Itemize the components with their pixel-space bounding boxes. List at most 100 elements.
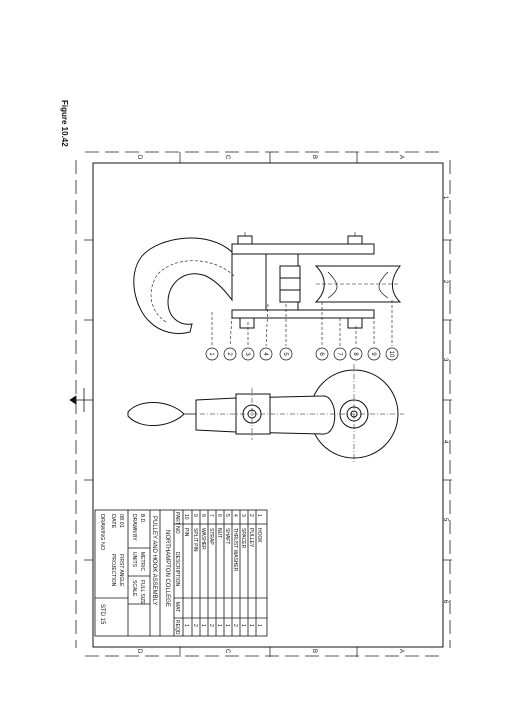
svg-text:3: 3 — [240, 514, 246, 517]
svg-text:3: 3 — [244, 352, 250, 356]
lower-strap — [231, 309, 375, 319]
leader-lines — [211, 300, 393, 347]
svg-text:2: 2 — [192, 624, 198, 627]
zone-letter: D — [136, 155, 142, 160]
svg-text:1: 1 — [224, 624, 230, 627]
svg-text:1: 1 — [208, 352, 214, 356]
pulley-groove — [327, 271, 389, 299]
svg-text:1: 1 — [240, 624, 246, 627]
units-value: METRIC — [139, 552, 145, 572]
zone-number: 4 — [442, 440, 448, 444]
scale-label: SCALE — [131, 580, 137, 597]
parts-row: 5 SHAFT 1 — [224, 514, 230, 627]
side-view-centrelines — [200, 364, 404, 464]
svg-text:10: 10 — [183, 514, 189, 520]
pin-head — [239, 317, 255, 329]
svg-text:8: 8 — [352, 352, 358, 356]
balloon-7: 7 — [333, 347, 347, 361]
parts-header-req: REQD — [174, 620, 180, 635]
centring-mark — [69, 388, 93, 412]
hook-profile — [127, 401, 185, 427]
zone-ticks — [84, 152, 452, 657]
zone-number: 1 — [442, 196, 448, 200]
svg-text:1: 1 — [200, 624, 206, 627]
zone-letter: C — [224, 155, 230, 160]
balloon-8: 8 — [349, 347, 363, 361]
svg-text:7: 7 — [208, 514, 214, 517]
parts-header-desc: DESCRIPTION — [174, 552, 180, 587]
svg-text:NUT: NUT — [216, 528, 222, 538]
svg-text:HOOK: HOOK — [256, 528, 262, 543]
svg-text:1: 1 — [256, 514, 262, 517]
zone-letter: C — [224, 649, 230, 654]
zone-letter: A — [398, 155, 404, 159]
svg-text:WASHER: WASHER — [200, 528, 206, 550]
svg-text:5: 5 — [224, 514, 230, 517]
svg-text:8: 8 — [200, 514, 206, 517]
zone-letter: D — [136, 649, 142, 654]
svg-text:2: 2 — [232, 624, 238, 627]
parts-row: 9 SPLIT PIN 2 — [192, 514, 198, 627]
title-block-text: DRAWING NO STD 15 DATE 08.01 PROJECTION … — [99, 512, 262, 635]
scale-value: FULL SIZE — [139, 580, 145, 605]
figure-label: Figure 10.42 — [60, 100, 69, 147]
parts-row: 7 STRAP 2 — [208, 514, 214, 627]
parts-row: 1 HOOK 1 — [256, 514, 262, 627]
parts-header-no: PART NO — [174, 512, 180, 534]
date-label: DATE — [110, 514, 116, 529]
drawn-by-value: B.D. — [139, 514, 145, 524]
zone-number: 3 — [442, 358, 448, 362]
college-name: NORTHAMPTON COLLEGE — [164, 530, 170, 607]
balloon-5: 5 — [279, 347, 293, 361]
drawing-border — [92, 162, 444, 648]
upper-strap — [231, 243, 375, 255]
parts-row: 3 SPACER 1 — [240, 514, 246, 627]
title-block — [94, 509, 268, 637]
svg-text:10: 10 — [388, 351, 394, 358]
parts-row: 4 THRUST WASHER 2 — [232, 514, 238, 627]
front-view — [133, 232, 402, 335]
zone-number: 6 — [442, 600, 448, 604]
projection-value: FIRST ANGLE — [118, 554, 124, 587]
parts-row: 10 PIN 1 — [183, 514, 189, 627]
zone-number: 5 — [442, 518, 448, 522]
balloon-9: 9 — [367, 347, 381, 361]
svg-text:5: 5 — [282, 352, 288, 356]
drawing-no-value: STD 15 — [99, 604, 105, 625]
svg-text:PIN: PIN — [183, 528, 189, 537]
drawing-no-label: DRAWING NO — [99, 514, 105, 551]
svg-text:THRUST WASHER: THRUST WASHER — [232, 528, 238, 572]
svg-text:1: 1 — [216, 624, 222, 627]
svg-text:4: 4 — [262, 352, 268, 356]
svg-text:1: 1 — [183, 624, 189, 627]
zone-letters-top: D C B A — [136, 155, 404, 160]
date-value: 08.01 — [118, 514, 124, 528]
parts-header-mat: MAT — [174, 602, 180, 612]
drawing-title: PULLEY AND HOOK ASSEMBLY — [151, 516, 157, 605]
svg-text:SHAFT: SHAFT — [224, 528, 230, 544]
parts-row: 6 NUT 1 — [216, 514, 222, 627]
pin-head — [347, 317, 363, 329]
projection-label: PROJECTION — [110, 554, 116, 587]
parts-row: 2 PULLEY 1 — [248, 514, 254, 627]
svg-text:SPLIT PIN: SPLIT PIN — [192, 528, 198, 552]
zone-numbers-right: 1 2 3 4 5 6 — [442, 196, 448, 604]
svg-text:6: 6 — [318, 352, 324, 356]
zone-letter: B — [311, 155, 317, 159]
balloon-3: 3 — [241, 347, 255, 361]
svg-text:SPACER: SPACER — [240, 528, 246, 549]
nut — [279, 265, 301, 303]
svg-text:6: 6 — [216, 514, 222, 517]
balloon-4: 4 — [259, 347, 273, 361]
zone-letter: A — [398, 649, 404, 653]
units-label: UNITS — [131, 552, 137, 568]
svg-text:2: 2 — [208, 624, 214, 627]
svg-text:2: 2 — [248, 514, 254, 517]
balloon-2: 2 — [223, 347, 237, 361]
drawn-by-label: DRAWN BY — [131, 514, 137, 541]
balloon-10: 10 — [385, 347, 399, 361]
parts-row: 8 WASHER 1 — [200, 514, 206, 627]
zone-letter: B — [311, 649, 317, 653]
pin-head — [237, 235, 253, 245]
